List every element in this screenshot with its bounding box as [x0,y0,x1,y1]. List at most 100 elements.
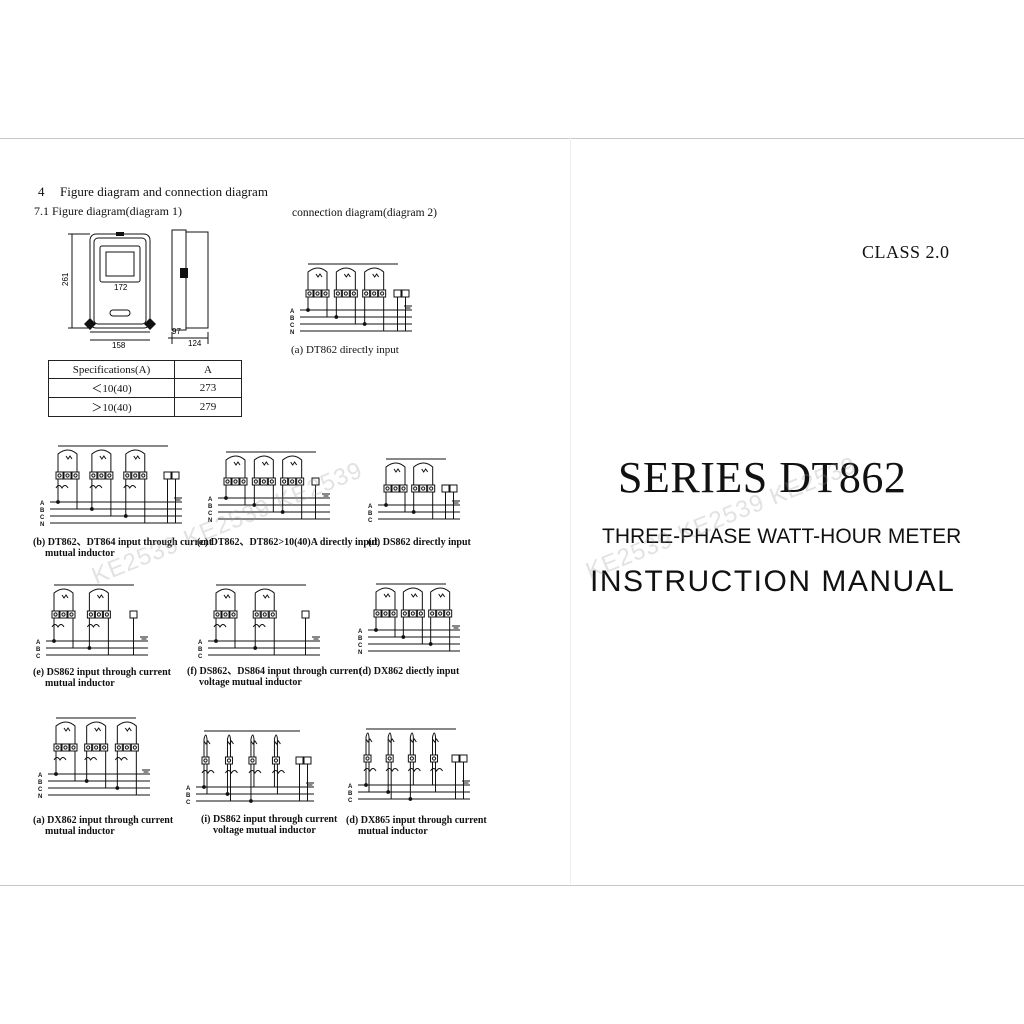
meter-coil [250,734,255,757]
terminal-screw [254,612,259,617]
coil-winding [274,740,281,745]
terminal-box [102,610,111,619]
terminal-screw [53,612,58,617]
terminal-box [296,477,305,486]
table-header-cell: Specifications(A) [48,360,175,379]
terminal-screw [231,612,236,617]
coil-winding [261,461,269,466]
terminal-box [114,743,123,752]
current-transformer [86,624,100,628]
terminal-box [381,609,390,618]
figure-label-text: (d) DX865 input through current [346,815,487,826]
coil-winding [409,738,417,743]
terminal-box [213,610,222,619]
terminal-box [430,754,439,763]
terminal-screw [88,612,93,617]
terminal-screw [282,479,287,484]
table-row: ＞10(40) 279 [48,397,242,417]
terminal-box [399,484,408,493]
meter-coil [307,267,328,290]
terminal-box [436,609,445,618]
junction-dot [374,628,378,632]
table-header-row: Specifications(A) A [48,360,242,379]
meter-coil [91,449,112,472]
coil-winding [227,740,234,745]
terminal-screw [418,611,423,616]
meter-coil [53,588,74,611]
coil-winding [63,727,71,732]
terminal-box [393,289,402,298]
phase-label: B [40,508,45,514]
meter-coil [125,449,146,472]
meter-figure-diagram: 261 172 158 97 124 [61,229,209,350]
coil-winding [61,594,69,599]
terminal-screw [402,611,407,616]
terminal-screw [102,745,107,750]
terminal-screw [125,473,130,478]
wiring-diagram-e: ABC [36,584,148,660]
terminal-screw [96,612,101,617]
wiring-lines [358,728,470,801]
terminal-screw [290,479,295,484]
phase-label: C [186,800,191,806]
current-transformer [84,757,98,761]
terminal-screw [387,756,392,761]
phase-label: B [198,647,203,653]
terminal-screw [107,473,112,478]
terminal-screw [365,756,370,761]
terminal-box [100,743,109,752]
wiring-lines [46,584,148,656]
current-transformer [385,768,399,772]
wiring-lines [196,730,314,803]
coil-winding [421,468,429,473]
dim-height: 261 [61,272,70,286]
terminal-box [378,289,387,298]
terminal-box [201,756,210,765]
terminal-screw [413,486,418,491]
terminal-box [139,471,148,480]
terminal-box [385,754,394,763]
terminal-screw [298,479,303,484]
figure-label-c: (c) DT862、DT862>10(40)A directly input [197,537,378,548]
meter-coil [402,587,423,610]
terminal-screw [104,612,109,617]
terminal-screw [262,612,267,617]
terminal-screw [215,612,220,617]
wiring-lines [368,583,460,652]
meter-coil [430,587,451,610]
figure-label-text: (b) DT862、DT864 input through current [33,537,213,548]
terminal-box [370,289,379,298]
terminal-screw [65,473,70,478]
meter-coil [364,267,385,290]
terminal-screw [57,473,62,478]
junction-dot [362,322,367,326]
terminal-box [295,756,304,765]
terminal-screw [55,745,60,750]
wiring-diagram-i: ABC [186,730,314,806]
figure-label-text: voltage mutual inductor [199,677,302,688]
terminal-box [252,610,261,619]
terminal-box [259,477,268,486]
phase-label: N [38,794,42,800]
phase-label: B [186,793,191,799]
wiring-diagram-f: ABC [198,584,320,660]
phase-label: A [208,497,213,503]
coil-winding [290,461,298,466]
phase-label: B [348,791,353,797]
table-header-cell: A [174,360,242,379]
terminal-screw [385,486,390,491]
terminal-box [63,471,72,480]
meter-coil [335,267,356,290]
junction-dot [89,507,94,511]
junction-dot [401,635,406,639]
coil-winding [343,273,351,278]
current-transformer [252,624,266,628]
terminal-screw [410,611,415,616]
coil-winding [124,727,132,732]
phase-label: C [368,518,373,524]
table-row: ＜10(40) 273 [48,378,242,398]
terminal-box [260,610,269,619]
coil-winding [383,593,391,598]
